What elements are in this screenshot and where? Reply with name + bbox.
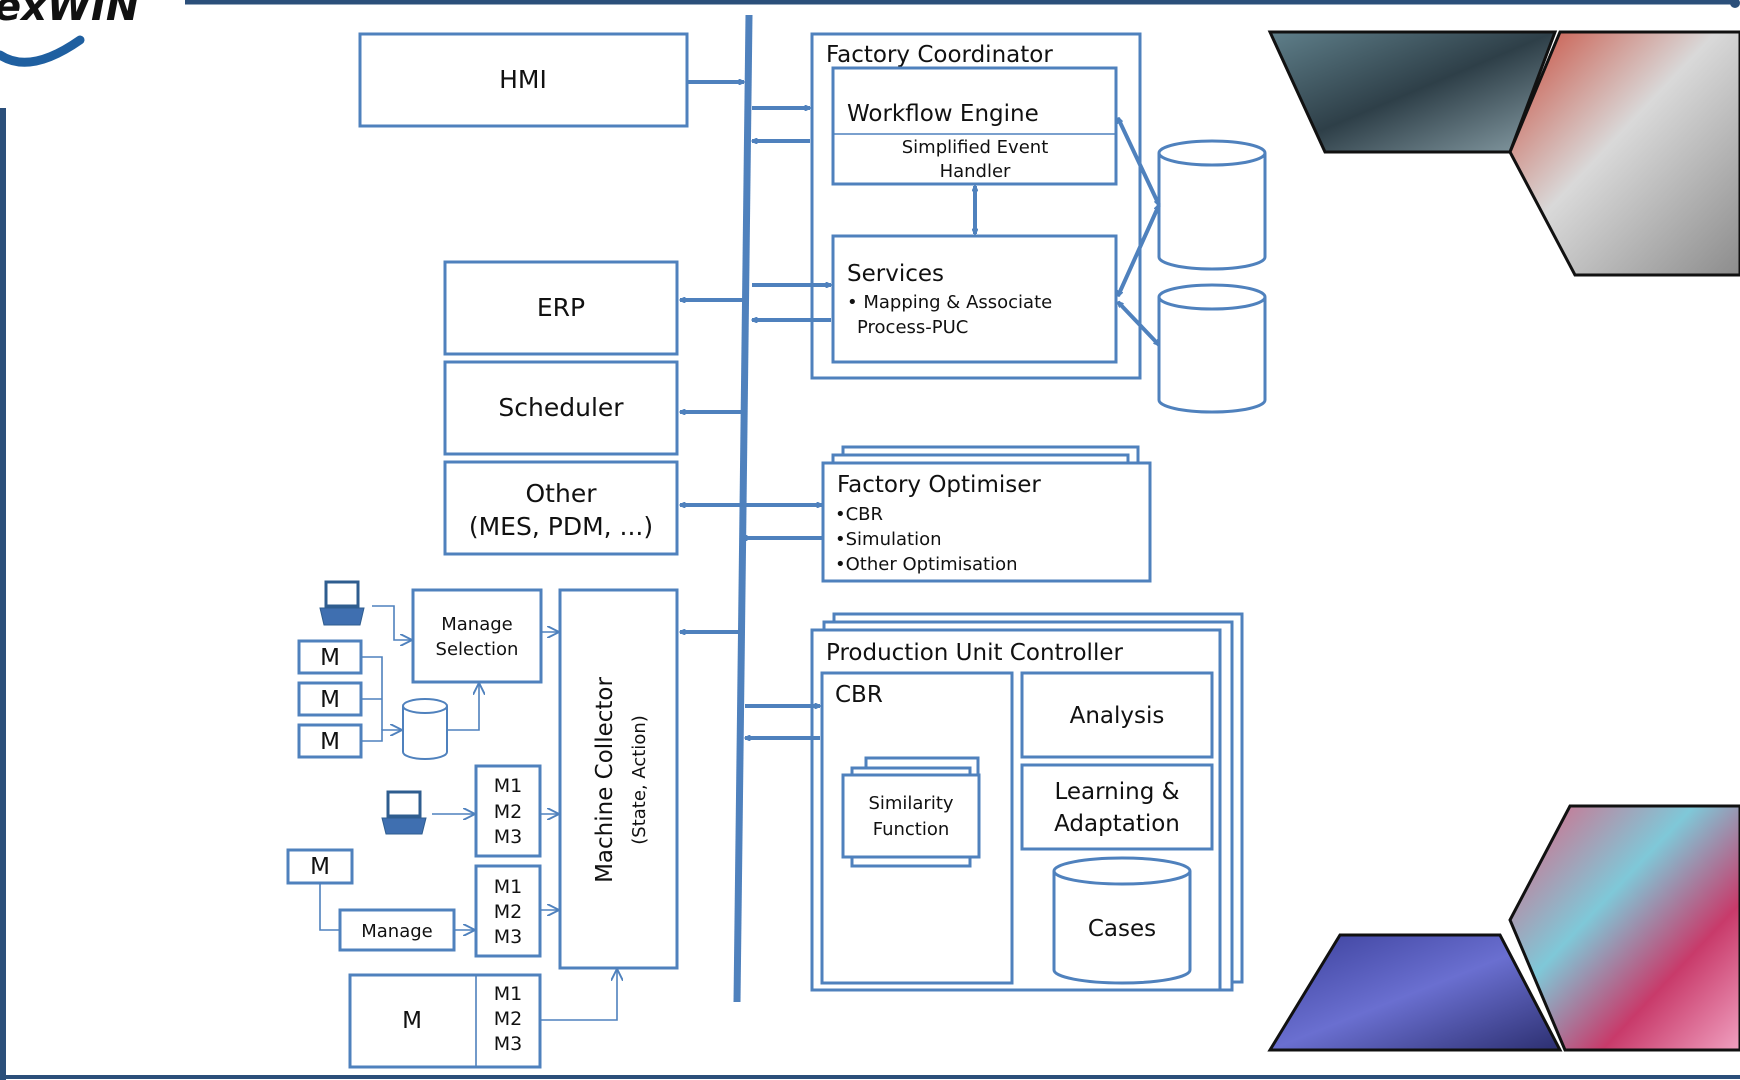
similarity-line2: Function <box>873 819 950 840</box>
machine-box-3: M <box>297 723 363 759</box>
manage-box: Manage <box>338 908 456 952</box>
machine-collector-subtitle: (State, Action) <box>629 715 650 845</box>
puc-title: Production Unit Controller <box>826 640 1123 666</box>
m2-label: M2 <box>494 901 522 923</box>
hmi-box: HMI <box>358 32 689 128</box>
analysis-box: Analysis <box>1020 671 1214 759</box>
cbr-label: CBR <box>835 682 883 708</box>
production-unit-controller: Production Unit Controller CBR Similarit… <box>810 612 1244 992</box>
machine-list-box-1: M1 M2 M3 <box>474 764 542 858</box>
m1-label: M1 <box>494 876 522 898</box>
logo-text: exWIN <box>0 0 139 30</box>
factory-photo-2 <box>1508 30 1740 277</box>
machine-label: M <box>320 645 340 671</box>
laptop-icon-2 <box>381 790 427 835</box>
cases-label: Cases <box>1088 916 1156 942</box>
learning-line2: Adaptation <box>1054 811 1180 837</box>
factory-optimiser: Factory Optimiser •CBR •Simulation •Othe… <box>821 445 1152 583</box>
m3-label: M3 <box>494 826 522 848</box>
erp-box: ERP <box>443 260 679 356</box>
machine-label: M <box>310 854 330 880</box>
machine-box-2: M <box>297 681 363 717</box>
manage-label: Manage <box>361 921 433 942</box>
knitting-photo <box>1508 804 1740 1052</box>
database-1-icon <box>1157 139 1267 271</box>
similarity-line1: Similarity <box>868 793 953 814</box>
machine-list-box-2: M1 M2 M3 <box>474 864 542 958</box>
machine-large-box: M M1 M2 M3 <box>348 973 542 1069</box>
workflow-engine-box: Workflow Engine Simplified Event Handler <box>831 66 1118 186</box>
workflow-engine-sub2: Handler <box>940 161 1011 182</box>
machine-box-4: M <box>286 848 354 885</box>
services-box: Services • Mapping & Associate Process-P… <box>831 234 1118 364</box>
machine-collector-title: Machine Collector <box>592 677 618 883</box>
other-sublabel: (MES, PDM, ...) <box>469 512 653 541</box>
machine-collector: Machine Collector (State, Action) <box>558 588 679 970</box>
services-line1: • Mapping & Associate <box>847 292 1052 313</box>
manage-selection-line2: Selection <box>436 639 519 660</box>
optimiser-item-other: •Other Optimisation <box>835 554 1018 575</box>
local-database-icon <box>402 698 448 760</box>
fabric-photo <box>1267 933 1563 1052</box>
services-title: Services <box>847 261 944 287</box>
optimiser-item-simulation: •Simulation <box>835 529 942 550</box>
m1-label: M1 <box>494 775 522 797</box>
m2-label: M2 <box>494 801 522 823</box>
manage-selection-box: Manage Selection <box>411 588 543 684</box>
scheduler-label: Scheduler <box>498 393 624 422</box>
optimiser-item-cbr: •CBR <box>835 504 883 525</box>
analysis-label: Analysis <box>1070 703 1165 729</box>
factory-coordinator: Factory Coordinator Workflow Engine Simp… <box>810 32 1142 380</box>
workflow-engine-sub1: Simplified Event <box>902 137 1049 158</box>
m2-label: M2 <box>494 1008 522 1030</box>
machine-label: M <box>320 687 340 713</box>
similarity-function-box: Similarity Function <box>841 756 981 868</box>
manage-selection-line1: Manage <box>441 614 513 635</box>
learning-adaptation-box: Learning & Adaptation <box>1020 763 1214 851</box>
communication-bus <box>733 14 753 1003</box>
learning-line1: Learning & <box>1054 779 1179 805</box>
m1-label: M1 <box>494 983 522 1005</box>
erp-label: ERP <box>537 293 585 322</box>
services-line2: Process-PUC <box>857 317 968 338</box>
machine-box-1: M <box>297 639 363 675</box>
machine-label: M <box>402 1008 422 1034</box>
database-2-icon <box>1157 283 1267 414</box>
m3-label: M3 <box>494 1033 522 1055</box>
factory-optimiser-title: Factory Optimiser <box>837 472 1041 498</box>
machine-label: M <box>320 729 340 755</box>
laptop-icon <box>319 580 365 626</box>
workflow-engine-title: Workflow Engine <box>847 101 1039 127</box>
cases-database-icon: Cases <box>1052 856 1192 985</box>
m3-label: M3 <box>494 926 522 948</box>
logo: exWIN <box>0 0 139 67</box>
factory-photo-1 <box>1267 30 1558 154</box>
hmi-label: HMI <box>499 65 547 94</box>
factory-coordinator-title: Factory Coordinator <box>826 42 1053 68</box>
other-systems-box: Other (MES, PDM, ...) <box>443 460 679 556</box>
scheduler-box: Scheduler <box>443 360 679 456</box>
other-label: Other <box>526 479 598 508</box>
